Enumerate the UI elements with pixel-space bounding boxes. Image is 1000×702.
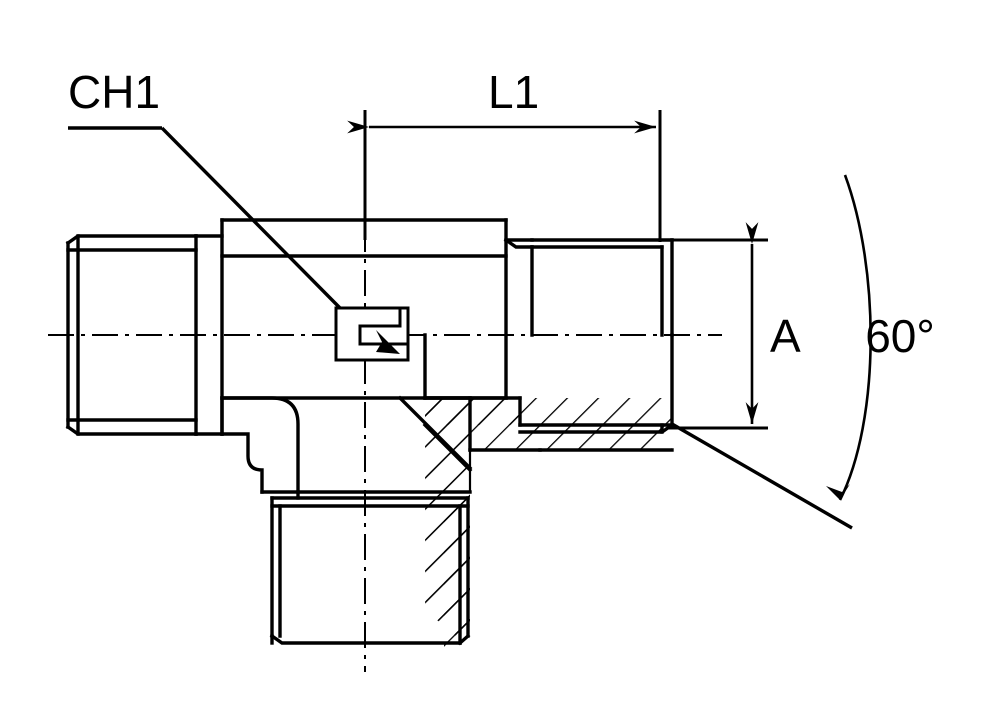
angle-label: 60° bbox=[865, 310, 935, 362]
centrelines bbox=[48, 182, 722, 672]
dimension-angle-60: 60° bbox=[671, 174, 935, 530]
body-fillet-left-upper bbox=[220, 396, 300, 494]
fitting-internal-lines bbox=[296, 333, 472, 500]
a-label: A bbox=[770, 310, 801, 362]
fitting-body-outline bbox=[65, 218, 675, 646]
angle-leader-line bbox=[671, 422, 853, 530]
ch1-label: CH1 bbox=[68, 66, 160, 118]
wedge-diagonal-inner bbox=[397, 395, 473, 471]
bottom-port-corner-right bbox=[457, 633, 471, 646]
ch1-leader-diagonal bbox=[160, 126, 342, 310]
angle-arc bbox=[838, 174, 872, 501]
dimension-a: A bbox=[668, 222, 801, 430]
right-arm-chamfer-top bbox=[503, 237, 534, 249]
bottom-port-chamfer bbox=[269, 633, 462, 645]
angle-arc-arrowhead bbox=[826, 484, 850, 500]
section-symbol-arrowhead bbox=[376, 330, 400, 354]
body-fillet-left-lower bbox=[220, 432, 264, 494]
dimension-l1: L1 bbox=[347, 66, 662, 242]
l1-label: L1 bbox=[488, 66, 539, 118]
leader-ch1: CH1 bbox=[68, 66, 342, 310]
section-detail-symbol bbox=[334, 306, 410, 362]
